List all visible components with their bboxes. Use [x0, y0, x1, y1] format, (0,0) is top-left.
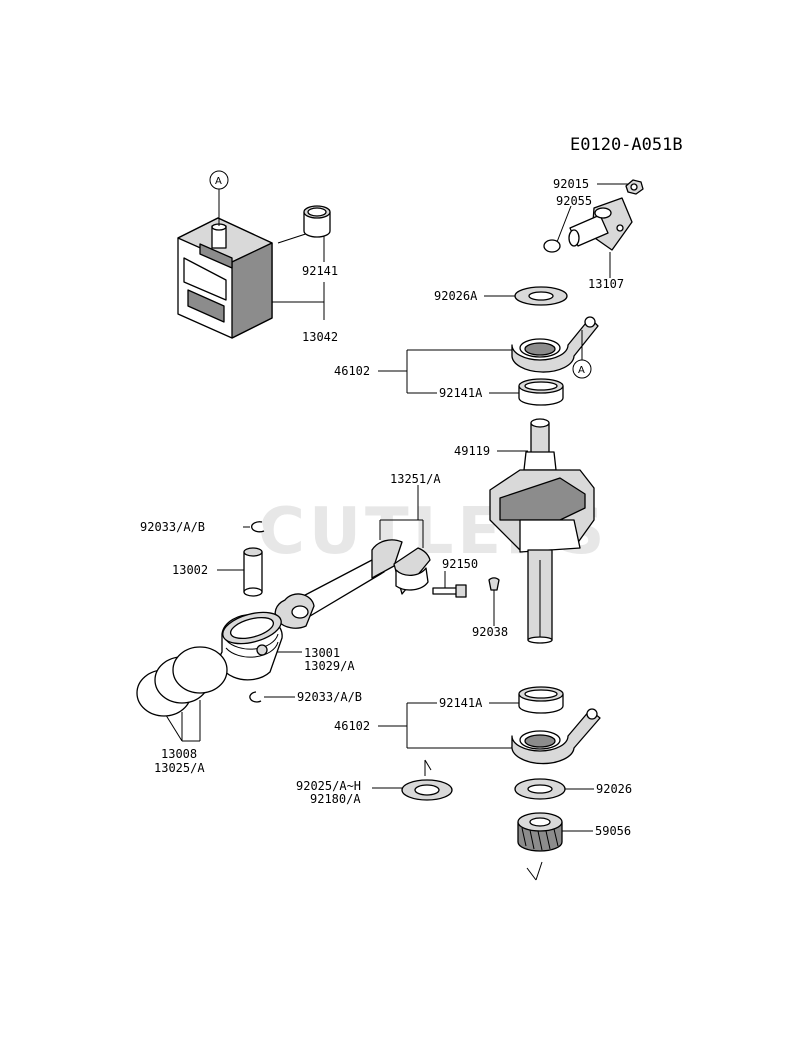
flange-pipe-part — [568, 197, 633, 251]
label-92141a-bottom: 92141A — [439, 696, 483, 710]
nut-part — [625, 179, 644, 195]
reference-a-letter-right: A — [578, 365, 585, 376]
label-13042: 13042 — [302, 330, 338, 344]
label-13251a: 13251/A — [390, 472, 441, 486]
label-46102-top: 46102 — [334, 364, 370, 378]
label-13025a: 13025/A — [154, 761, 205, 775]
o-ring-part — [543, 239, 561, 253]
thrust-washer-top-part — [514, 286, 568, 306]
part-labels: 92015 92055 13107 92141 13042 92026A 461… — [140, 177, 632, 838]
label-92150: 92150 — [442, 557, 478, 571]
piston-part — [219, 611, 283, 681]
label-13002: 13002 — [172, 563, 208, 577]
label-92026: 92026 — [596, 782, 632, 796]
label-13107: 13107 — [588, 277, 624, 291]
label-92141a-top: 92141A — [439, 386, 483, 400]
circlip-top-part — [251, 521, 265, 533]
shim-part — [401, 779, 453, 801]
reference-a-letter-left: A — [215, 176, 222, 187]
gear-part — [517, 812, 563, 852]
label-13029a: 13029/A — [304, 659, 355, 673]
label-59056: 59056 — [595, 824, 631, 838]
label-92026a: 92026A — [434, 289, 478, 303]
leader-lines — [163, 183, 630, 881]
piston-rings-part — [136, 646, 228, 717]
crankshaft-part — [489, 418, 595, 644]
label-49119: 49119 — [454, 444, 490, 458]
balancer-arm-top-part — [511, 316, 599, 373]
connecting-rod-part — [274, 539, 431, 629]
piston-pin-part — [243, 547, 263, 597]
reference-a-callout-left — [209, 170, 229, 190]
label-92055: 92055 — [556, 194, 592, 208]
bushing-part — [303, 205, 331, 238]
label-13008: 13008 — [161, 747, 197, 761]
rod-bolt-part — [432, 584, 467, 598]
label-92025: 92025/A~H — [296, 779, 361, 793]
label-92180a: 92180/A — [310, 792, 361, 806]
crankcase-block-part — [177, 217, 273, 339]
label-92033-bottom: 92033/A/B — [297, 690, 362, 704]
label-13001: 13001 — [304, 646, 340, 660]
bushing-top-part — [518, 378, 564, 406]
balancer-arm-bottom-part — [511, 708, 601, 765]
label-92038: 92038 — [472, 625, 508, 639]
bushing-bottom-part — [518, 686, 564, 714]
diagram-code: E0120-A051B — [570, 135, 683, 155]
woodruff-key-part — [488, 577, 500, 591]
label-92033-top: 92033/A/B — [140, 520, 205, 534]
reference-a-callout-right — [572, 359, 592, 379]
label-92141: 92141 — [302, 264, 338, 278]
label-92015: 92015 — [553, 177, 589, 191]
circlip-bottom-part — [249, 691, 262, 703]
thrust-washer-bottom-part — [514, 778, 566, 800]
label-46102-bottom: 46102 — [334, 719, 370, 733]
